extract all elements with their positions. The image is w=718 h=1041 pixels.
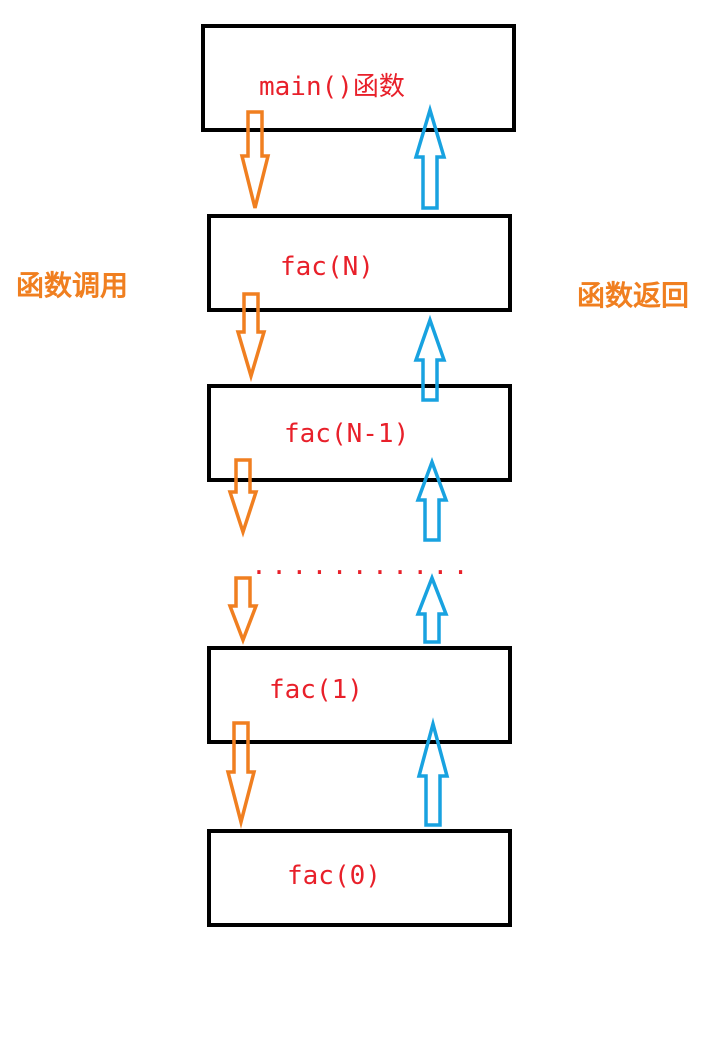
ellipsis-dots: ........... (251, 551, 473, 581)
fac-1-label: fac(1) (269, 675, 363, 705)
main-function-box (201, 24, 516, 132)
return-arrow-up-icon (415, 573, 449, 644)
main-function-label: main()函数 (259, 72, 405, 102)
fac-n-label: fac(N) (280, 252, 374, 282)
return-arrow-up-icon (413, 103, 447, 210)
fac-n-minus-1-box (207, 384, 512, 482)
fac-n-minus-1-label: fac(N-1) (284, 419, 410, 449)
call-arrow-down-icon (225, 721, 257, 829)
return-arrow-up-icon (415, 456, 449, 542)
return-arrow-up-icon (416, 717, 450, 827)
fac-0-label: fac(0) (287, 861, 381, 891)
call-arrow-down-icon (235, 292, 267, 383)
fac-1-box (207, 646, 512, 744)
fac-0-box (207, 829, 512, 927)
function-call-label: 函数调用 (16, 269, 129, 302)
function-return-label: 函数返回 (577, 279, 690, 312)
call-arrow-down-icon (227, 576, 259, 645)
return-arrow-up-icon (413, 314, 447, 402)
call-arrow-down-icon (239, 110, 271, 209)
call-arrow-down-icon (227, 458, 259, 538)
